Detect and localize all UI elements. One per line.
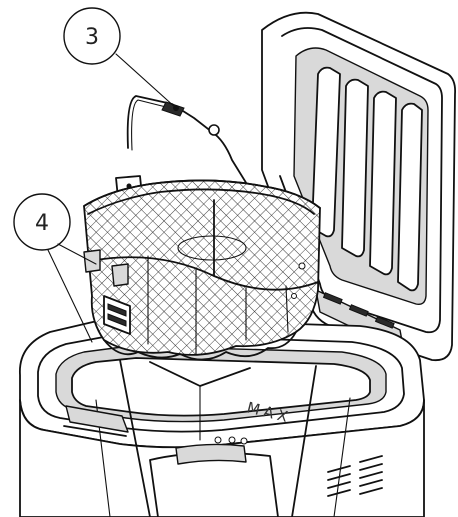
frying-basket [83, 179, 321, 361]
lid-vent-slots [311, 66, 423, 292]
callout-3: 3 [63, 7, 177, 109]
callout-4: 4 [13, 193, 97, 343]
callout-4-label: 4 [35, 211, 49, 236]
housing-vents [327, 455, 383, 497]
fryer-housing: MAX [19, 317, 425, 517]
callout-3-label: 3 [85, 25, 99, 50]
